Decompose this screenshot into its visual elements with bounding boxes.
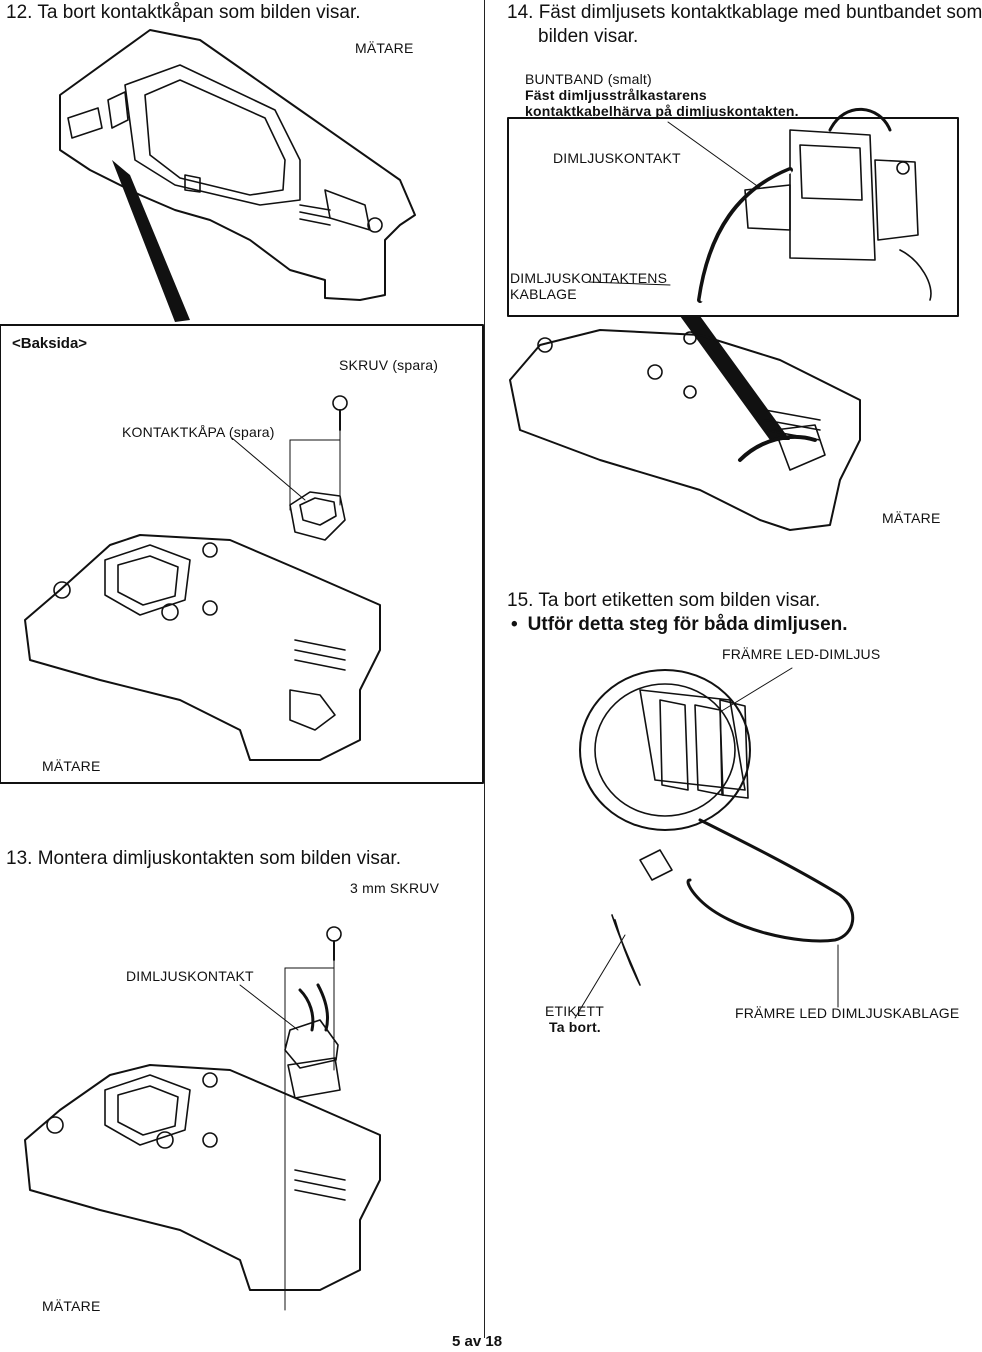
pointer-step12: [112, 160, 190, 322]
instruction-illustrations: [0, 29, 959, 1311]
harness-label-line2: KABLAGE: [510, 286, 577, 302]
cover-save-label: KONTAKTKÅPA (spara): [122, 424, 275, 440]
connector-label-step14: DIMLJUSKONTAKT: [553, 150, 681, 166]
back-view-box: [0, 324, 484, 784]
cable-tie-label: BUNTBAND (smalt): [525, 71, 652, 87]
step-14-title-line2: bilden visar.: [538, 26, 639, 47]
label-sticker-label: ETIKETT: [545, 1003, 604, 1019]
connector-installed-illustration: [284, 983, 341, 1099]
page-number: 5 av 18: [452, 1333, 503, 1350]
front-led-fog-light-label: FRÄMRE LED-DIMLJUS: [722, 646, 881, 662]
screw-save-label: SKRUV (spara): [339, 357, 439, 373]
step-14-title-line1: 14. Fäst dimljusets kontaktkablage med b…: [507, 2, 982, 23]
meter-back-illustration-step12: [24, 534, 381, 761]
detail-box: [507, 117, 959, 317]
harness-label-line1: DIMLJUSKONTAKTENS: [510, 270, 668, 286]
meter-label-back: MÄTARE: [42, 758, 101, 774]
cable-tie-note-2: kontaktkabelhärva på dimljuskontakten.: [525, 103, 799, 119]
pointer-step14: [680, 316, 790, 440]
meter-label-step13: MÄTARE: [42, 1298, 101, 1314]
meter-front-illustration: [59, 29, 416, 301]
step-15-title: 15. Ta bort etiketten som bilden visar.: [507, 590, 821, 611]
screw-step13: [284, 926, 342, 1311]
step-12-title: 12. Ta bort kontaktkåpan som bilden visa…: [6, 2, 361, 23]
meter-label-step14: MÄTARE: [882, 510, 941, 526]
back-side-label: <Baksida>: [12, 335, 88, 352]
remove-label: Ta bort.: [549, 1019, 601, 1035]
step-13-title: 13. Montera dimljuskontakten som bilden …: [6, 848, 401, 869]
meter-back-illustration-step13: [24, 1064, 381, 1291]
fog-light-illustration: [579, 669, 855, 986]
meter-back-illustration-step14: [509, 329, 861, 531]
column-divider: [484, 0, 485, 1338]
front-led-harness-label: FRÄMRE LED DIMLJUSKABLAGE: [735, 1005, 960, 1021]
connector-label-step13: DIMLJUSKONTAKT: [126, 968, 254, 984]
connector-detail-illustration: [697, 107, 932, 303]
cable-tie-note-1: Fäst dimljusstrålkastarens: [525, 87, 707, 103]
step-15-bullet: Utför detta steg för båda dimljusen.: [511, 614, 848, 636]
screw-step12: [289, 395, 348, 511]
meter-label-step12: MÄTARE: [355, 40, 414, 56]
screw-3mm-label: 3 mm SKRUV: [350, 880, 440, 896]
connector-cover-illustration: [289, 491, 346, 541]
